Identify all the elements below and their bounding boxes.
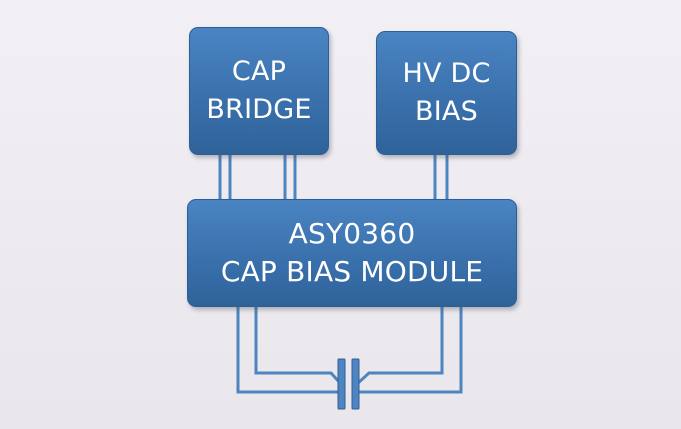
cap-wire-left-outer (236, 307, 341, 394)
capacitor-symbol (337, 358, 360, 410)
module-label-line-1: ASY0360 (288, 217, 416, 250)
hv-dc-bias-block: HV DC BIAS (376, 31, 517, 155)
capacitor-plate-left (337, 358, 346, 410)
capacitor-plate-right (351, 358, 360, 410)
cap-wire-right-outer (357, 307, 463, 394)
module-label-line-2: CAP BIAS MODULE (220, 255, 484, 288)
hv-dc-bias-label-line-1: HV DC (402, 58, 491, 89)
cap-bias-module-block: ASY0360 CAP BIAS MODULE (187, 199, 517, 307)
cap-wire-left-inner (254, 307, 343, 386)
cap-wire-right-inner (355, 307, 444, 386)
hv-dc-bias-label-line-2: BIAS (415, 96, 478, 127)
cap-bridge-label-line-2: BRIDGE (206, 94, 312, 125)
cap-bridge-block: CAP BRIDGE (189, 27, 329, 155)
cap-bridge-label-line-1: CAP (231, 56, 287, 87)
